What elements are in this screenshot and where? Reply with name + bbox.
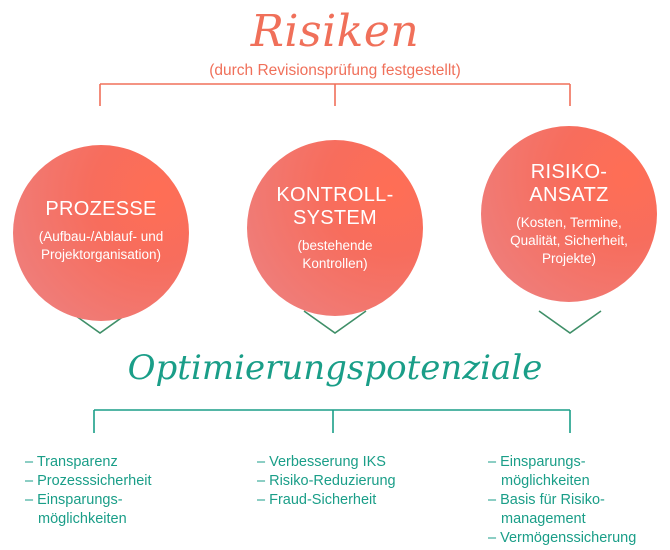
circle-subtitle: (Kosten, Termine, Qualität, Sicherheit, … — [510, 214, 628, 266]
benefit-list-kontrollsystem: – Verbesserung IKS – Risiko-Reduzierung … — [257, 453, 396, 510]
circle-kontrollsystem: KONTROLL- SYSTEM (bestehende Kontrollen) — [247, 140, 423, 316]
circle-title: RISIKO- ANSATZ — [529, 160, 609, 206]
benefit-list-prozesse: – Transparenz – Prozesssicherheit – Eins… — [25, 453, 152, 529]
list-item: – Transparenz — [25, 454, 118, 470]
list-item: – Fraud-Sicherheit — [257, 492, 377, 508]
circle-risikoansatz: RISIKO- ANSATZ (Kosten, Termine, Qualitä… — [481, 126, 657, 302]
chevron-down-icon — [538, 310, 602, 334]
circle-subtitle: (Aufbau-/Ablauf- und Projektorganisation… — [38, 229, 164, 262]
list-item: – Verbesserung IKS — [257, 454, 386, 470]
circle-title: PROZESSE — [45, 198, 157, 220]
bottom-bracket — [93, 409, 571, 433]
list-item: – Prozesssicherheit — [25, 473, 152, 489]
list-item: – Risiko-Reduzierung — [257, 473, 396, 489]
circle-subtitle: (bestehende Kontrollen) — [297, 237, 373, 271]
list-item: – Vermögenssicherung — [488, 530, 637, 546]
list-item: – Einsparungs- möglichkeiten — [25, 492, 127, 527]
risks-title: Risiken — [250, 6, 420, 57]
top-bracket — [99, 83, 571, 106]
risks-subtitle: (durch Revisionsprüfung festgestellt) — [209, 62, 461, 79]
list-item: – Basis für Risiko- management — [488, 492, 605, 527]
chevron-down-icon — [303, 310, 367, 334]
circle-prozesse: PROZESSE (Aufbau-/Ablauf- und Projektorg… — [13, 145, 189, 321]
optimization-title: Optimierungspotenziale — [127, 348, 543, 388]
list-item: – Einsparungs- möglichkeiten — [488, 454, 590, 489]
circle-title: KONTROLL- SYSTEM — [276, 183, 394, 229]
benefit-list-risikoansatz: – Einsparungs- möglichkeiten – Basis für… — [488, 453, 637, 548]
